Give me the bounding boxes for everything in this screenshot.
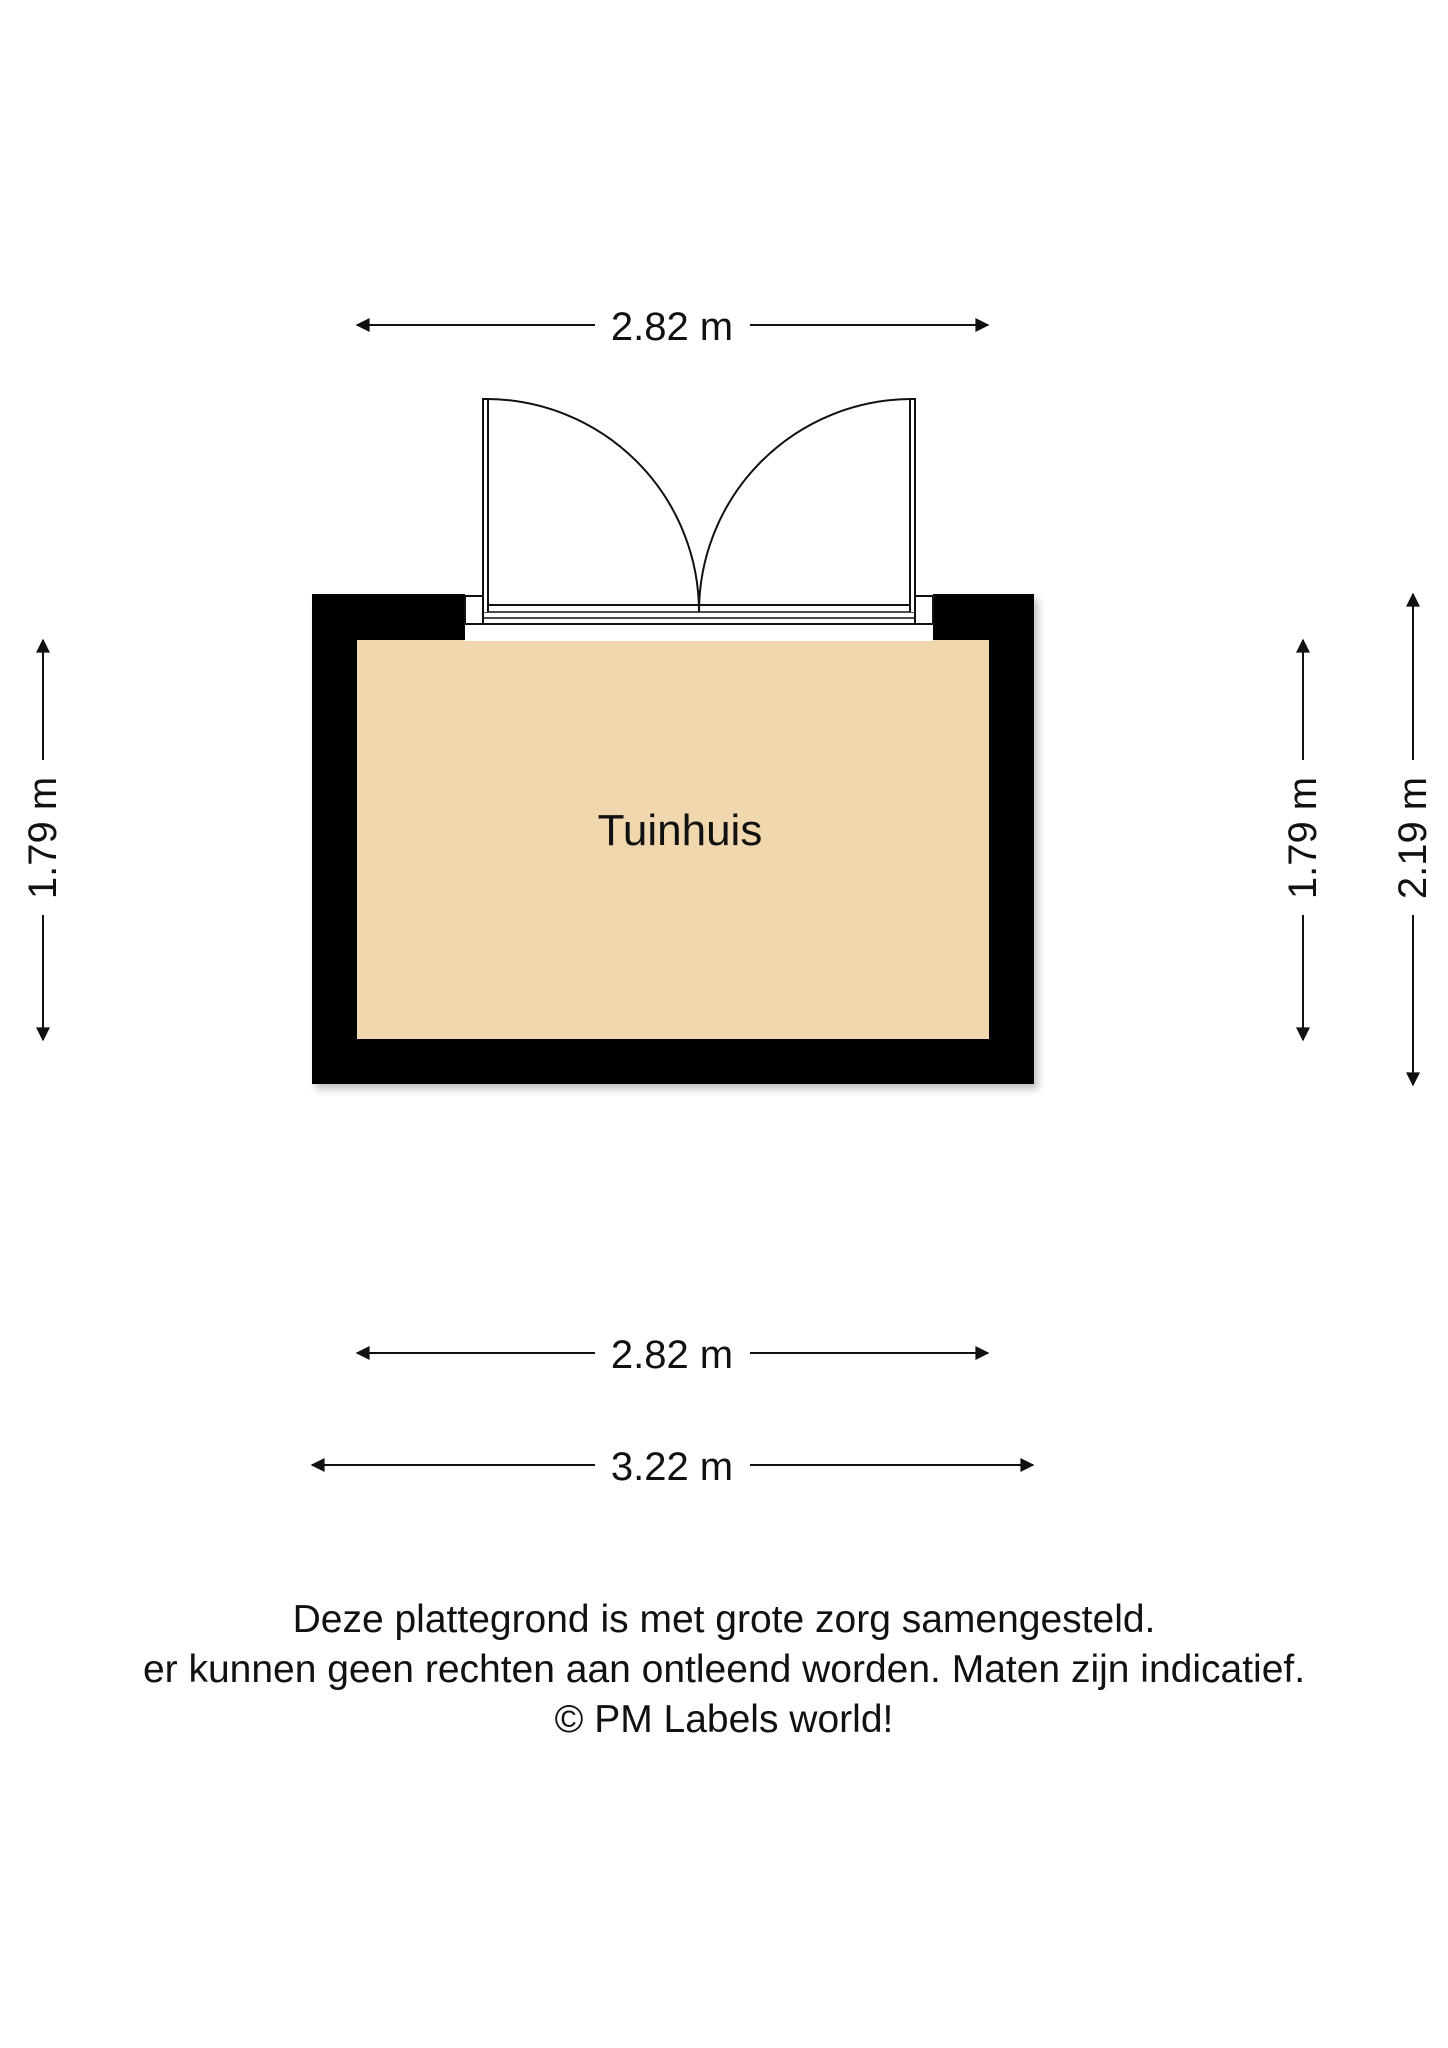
double-door [464,398,934,641]
disclaimer-line-1: Deze plattegrond is met grote zorg samen… [292,1598,1156,1641]
room-tuinhuis: Tuinhuis [312,594,1034,1084]
left-door-leaf [482,398,489,612]
dimension-right-inner-height: 1.79 m [1281,638,1325,1042]
dimension-label: 2.82 m [611,305,733,349]
right-door-swing-arc [698,398,911,613]
right-door-leaf [909,398,916,612]
dimension-label: 3.22 m [611,1445,733,1489]
room-floor [357,640,989,1039]
room-name-label: Tuinhuis [598,806,763,855]
dimension-bottom-inner-width: 2.82 m [355,1333,990,1377]
left-door-swing-arc [487,398,700,613]
dimension-label: 1.79 m [1281,777,1325,899]
dimension-label: 2.19 m [1391,777,1435,899]
disclaimer-line-3: © PM Labels world! [554,1698,894,1741]
dimension-label: 1.79 m [21,777,65,899]
dimension-right-outer-height: 2.19 m [1391,592,1435,1087]
dimension-bottom-outer-width: 3.22 m [310,1445,1035,1489]
dimension-left-inner-height: 1.79 m [21,638,65,1042]
disclaimer: Deze plattegrond is met grote zorg samen… [0,1595,1448,1745]
dimension-top-inner-width: 2.82 m [355,305,990,349]
dimension-label: 2.82 m [611,1333,733,1377]
disclaimer-line-2: er kunnen geen rechten aan ontleend word… [142,1648,1306,1691]
